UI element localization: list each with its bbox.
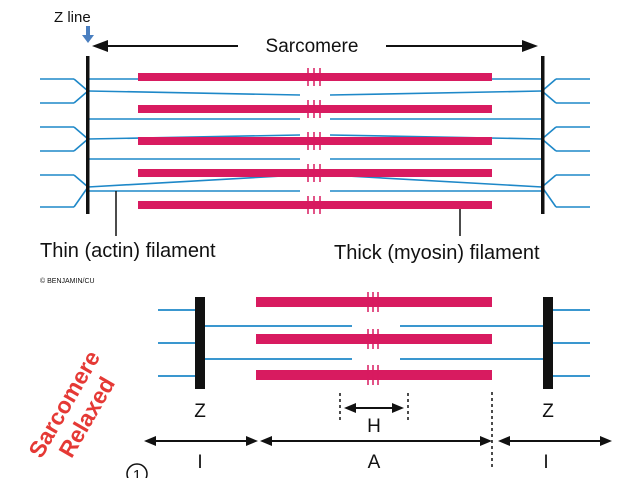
- figure-number: 1: [133, 467, 141, 478]
- m-line-marks-top: [307, 68, 321, 214]
- i-band-label-left: I: [197, 452, 202, 473]
- figure-number-badge: [126, 463, 148, 478]
- z-disc-right: [543, 297, 553, 389]
- m-line-marks-bottom: [367, 292, 379, 385]
- credit-text: © BENJAMIN/CU: [40, 277, 95, 285]
- thick-filaments-bottom: [256, 297, 492, 380]
- z-disc-left: [195, 297, 205, 389]
- z-line-pointer-icon: [82, 26, 94, 43]
- top-diagram: Z line Sarcomere: [40, 9, 590, 285]
- bottom-diagram: Z Z H I A I 1: [23, 292, 612, 478]
- thick-filaments-top: [138, 73, 492, 209]
- h-zone-label: H: [367, 416, 381, 437]
- i-band-label-right: I: [543, 452, 548, 473]
- z-line-right: [541, 56, 545, 214]
- thick-filament-label: Thick (myosin) filament: [334, 242, 540, 264]
- thin-filaments-top: [40, 78, 590, 208]
- sarcomere-label: Sarcomere: [266, 36, 359, 57]
- a-band-label: A: [368, 452, 381, 473]
- z-label-left: Z: [194, 401, 206, 422]
- z-line-label: Z line: [54, 9, 91, 26]
- band-arrows: [144, 436, 612, 446]
- relaxed-caption: Sarcomere Relaxed: [23, 346, 120, 462]
- z-line-left: [86, 56, 90, 214]
- thin-filament-label: Thin (actin) filament: [40, 240, 216, 262]
- z-label-right: Z: [542, 401, 554, 422]
- sarcomere-span-arrow: [92, 40, 538, 52]
- thin-filaments-bottom: [158, 309, 590, 377]
- h-zone-bracket: [339, 393, 409, 423]
